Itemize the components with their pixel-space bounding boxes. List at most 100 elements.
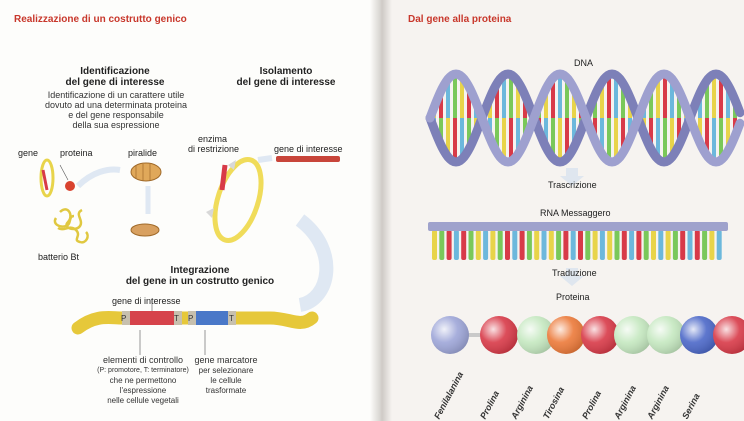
pyralid-label: piralide — [128, 148, 158, 158]
amino-acid-bead-shine — [614, 316, 652, 354]
integration-heading-2: del gene in un costrutto genico — [125, 276, 275, 287]
transcription-label: Trascrizione — [548, 180, 597, 190]
protein-dot-icon — [65, 181, 75, 191]
bacterium-icon — [53, 208, 89, 244]
control-line-5: nelle cellule vegetali — [107, 396, 179, 405]
terminator-1 — [174, 311, 182, 325]
mrna-backbone — [428, 222, 728, 231]
mrna-base — [505, 230, 510, 260]
gene-of-interest-label: gene di interesse — [274, 144, 343, 154]
enzyme-label-2: di restrizione — [188, 144, 240, 154]
identification-desc-2: dovuto ad una determinata proteina — [44, 100, 188, 110]
mrna-base — [643, 230, 649, 260]
gene-of-interest-segment — [130, 311, 174, 325]
mrna-base — [621, 230, 627, 260]
mrna-base — [651, 230, 656, 260]
mrna-base — [607, 230, 613, 260]
right-section-title: Dal gene alla proteina — [408, 14, 512, 25]
terminator-2 — [228, 311, 236, 325]
isolation-heading-1: Isolamento — [259, 66, 313, 77]
marker-line-1: gene marcatore — [194, 355, 258, 365]
marker-line-4: trasformate — [205, 386, 247, 395]
left-section-title: Realizzazione di un costrutto genico — [14, 14, 187, 25]
promoter-label-2: P — [188, 314, 194, 323]
mrna-base — [541, 230, 547, 260]
curved-arrow-large — [295, 214, 334, 312]
terminator-label-2: T — [229, 314, 234, 323]
terminator-label-1: T — [174, 314, 179, 323]
marker-gene-segment — [196, 311, 228, 325]
amino-acid-bead-shine — [547, 316, 585, 354]
identification-heading-1: Identificazione — [80, 66, 150, 77]
mrna-base — [512, 230, 518, 260]
mrna-base — [716, 230, 722, 260]
identification-desc-4: della sua espressione — [72, 120, 160, 130]
book-gutter — [370, 0, 392, 421]
arrow-to-gene — [257, 155, 273, 163]
mrna-label: RNA Messaggero — [540, 208, 611, 218]
integration-heading-1: Integrazione — [170, 265, 230, 276]
promoter-1 — [122, 311, 130, 325]
isolation-heading-2: del gene di interesse — [236, 77, 336, 88]
amino-acid-bead-shine — [713, 316, 744, 354]
identification-desc-3: e del gene responsabile — [68, 110, 164, 120]
mrna-base — [519, 230, 525, 260]
amino-acid-bead-shine — [517, 316, 555, 354]
amino-acid-bead-shine — [680, 316, 718, 354]
mrna-base — [585, 230, 591, 260]
mrna-base — [490, 230, 496, 260]
mrna-base — [629, 230, 635, 260]
control-line-1: elementi di controllo — [102, 355, 184, 365]
bacterium-label: batterio Bt — [38, 252, 80, 262]
identification-heading-2: del gene di interesse — [65, 77, 165, 88]
gene-of-interest-label-2: gene di interesse — [112, 296, 181, 306]
gene-ring-icon — [39, 158, 55, 198]
larva-icon — [130, 162, 162, 182]
protein-label: proteina — [60, 148, 93, 158]
mrna-base — [658, 230, 664, 260]
translation-label: Traduzione — [552, 268, 597, 278]
left-illustration — [39, 155, 340, 355]
mrna-base — [483, 230, 489, 260]
mrna-base — [680, 230, 686, 260]
dna-label: DNA — [574, 58, 594, 68]
protein-label-right: Proteina — [556, 292, 590, 302]
mrna-base — [592, 230, 598, 260]
control-line-4: l'espressione — [119, 386, 167, 395]
mrna-base — [614, 230, 620, 260]
mrna-base — [461, 230, 467, 260]
mrna-base — [432, 230, 437, 260]
dead-larva-icon — [130, 223, 160, 237]
amino-acid-bead-shine — [581, 316, 619, 354]
mrna-base — [534, 230, 540, 260]
mrna-base — [636, 230, 642, 260]
transcription-arrow — [560, 168, 584, 186]
mrna-base — [709, 230, 715, 260]
plasmid-ring-icon — [212, 157, 264, 243]
mrna-base — [570, 230, 576, 260]
gene-label: gene — [18, 148, 39, 158]
enzyme-label-1: enzima — [198, 134, 228, 144]
translation-arrow — [560, 268, 584, 286]
amino-acid-bead-shine — [480, 316, 518, 354]
promoter-2 — [188, 311, 196, 325]
dna-strand-b — [425, 69, 744, 167]
mrna-base — [497, 230, 503, 260]
mrna-base — [453, 230, 459, 260]
gene-segment-icon — [41, 169, 49, 191]
mrna-base — [526, 230, 532, 260]
plasmid-red-segment — [219, 164, 228, 191]
isolated-gene-bar — [276, 156, 340, 162]
cut-marker-icon — [228, 160, 236, 170]
mrna-base — [475, 230, 481, 260]
promoter-label-1: P — [121, 314, 127, 323]
mrna-base — [694, 230, 700, 260]
amino-acid-bead-shine — [647, 316, 685, 354]
control-line-3: che ne permettono — [109, 376, 177, 385]
mrna-base — [468, 230, 474, 260]
mrna-bases — [432, 230, 722, 260]
mrna-base — [563, 230, 569, 260]
mrna-base — [439, 230, 445, 260]
marker-line-2: per selezionare — [198, 366, 254, 375]
